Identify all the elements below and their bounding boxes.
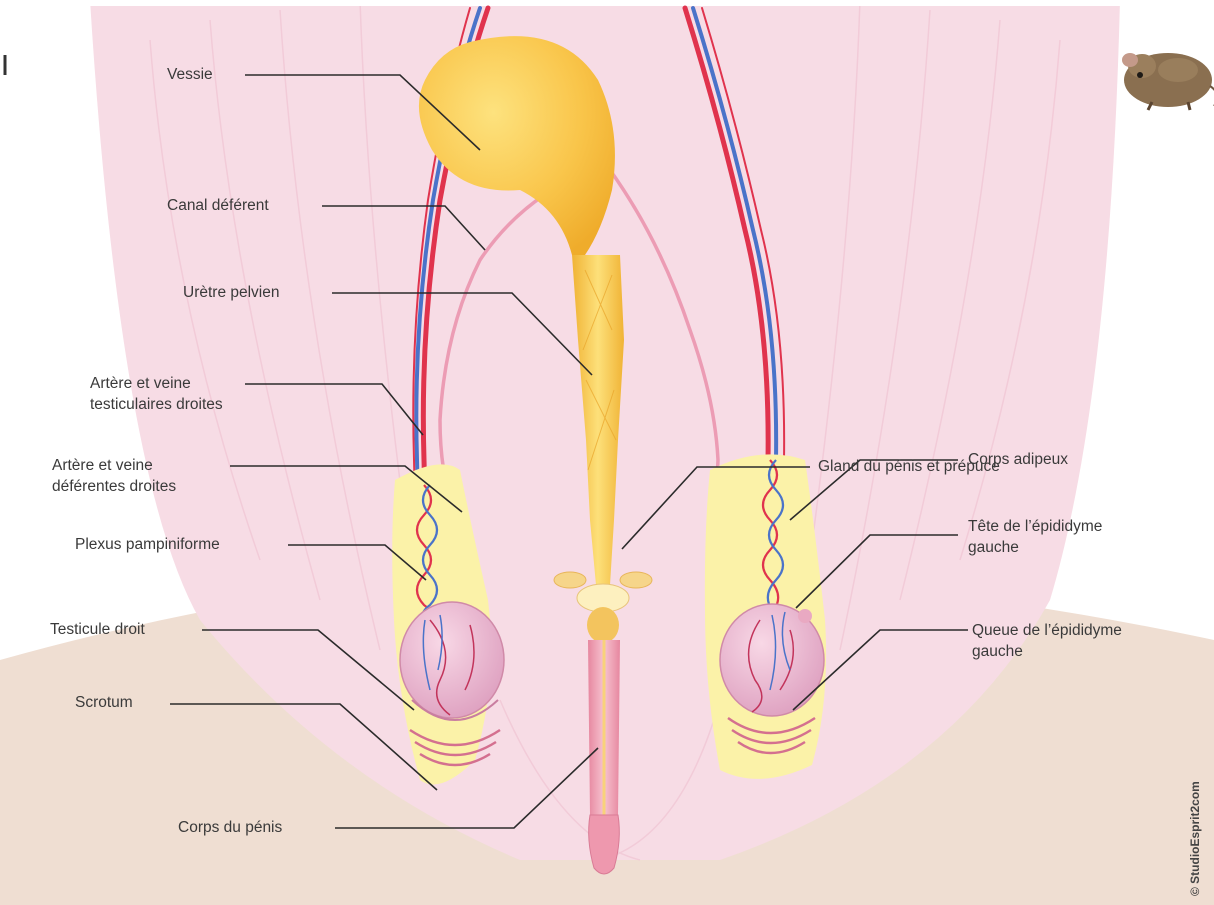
label-corps-adipeux: Corps adipeux [968,449,1068,470]
label-plexus-pampiniforme: Plexus pampiniforme [75,534,220,555]
label-vessie: Vessie [167,64,213,85]
label-tete-epididyme: Tête de l’épididyme gauche [968,516,1102,558]
label-queue-epididyme: Queue de l’épididyme gauche [972,620,1122,662]
label-uretre-pelvien: Urètre pelvien [183,282,280,303]
label-scrotum: Scrotum [75,692,133,713]
label-artere-veine-deferentes: Artère et veine déférentes droites [52,455,176,497]
label-corps-penis: Corps du pénis [178,817,282,838]
glans-prepuce [589,815,620,874]
label-canal-deferent: Canal déférent [167,195,269,216]
label-testicule-droit: Testicule droit [50,619,145,640]
copyright-credit: © StudioEsprit2com [1188,781,1202,896]
label-artere-veine-testiculaires: Artère et veine testiculaires droites [90,373,223,415]
